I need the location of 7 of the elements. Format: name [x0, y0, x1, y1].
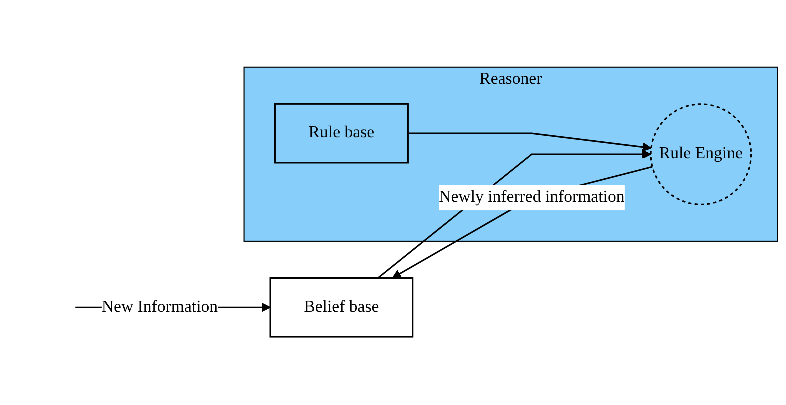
node-box: Rule base	[274, 104, 409, 164]
edge-label: Newly inferred information	[439, 188, 625, 207]
node-box: Belief base	[270, 278, 414, 338]
node-circle: Rule Engine	[650, 104, 752, 206]
arrow	[408, 133, 652, 152]
arrow	[392, 166, 653, 279]
edge-label: New Information	[102, 298, 218, 316]
